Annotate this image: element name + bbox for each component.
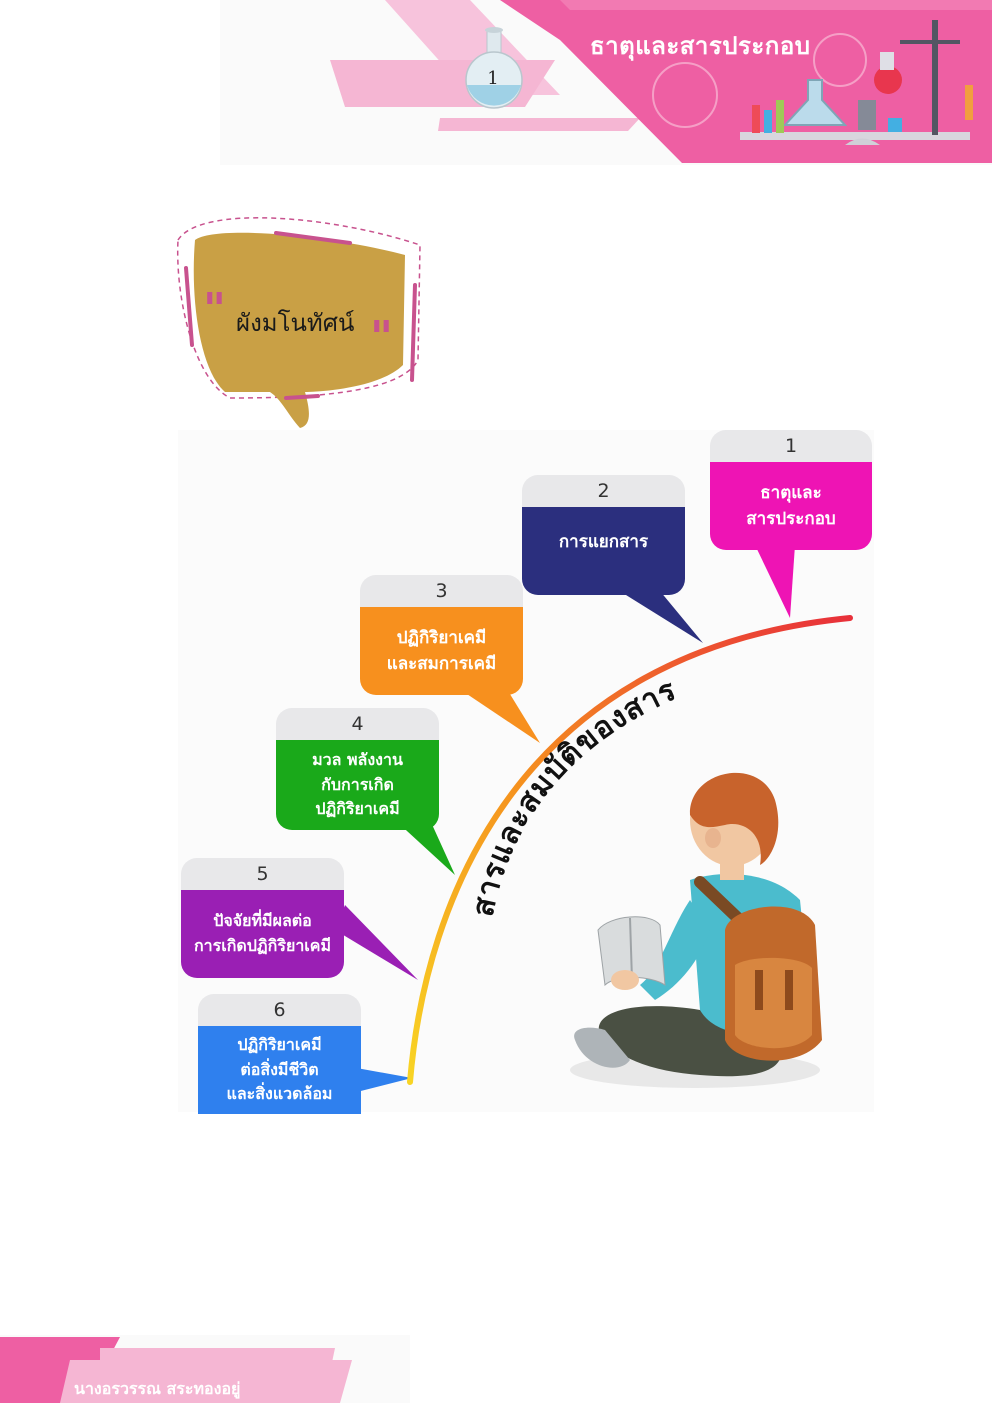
card-label: ปฏิกิริยาเคมี และสมการเคมี (360, 607, 523, 695)
card-label: การแยกสาร (522, 507, 685, 595)
lab-equipment-icon (652, 20, 973, 145)
card-number: 2 (522, 475, 685, 507)
card-line: การแยกสาร (558, 532, 649, 552)
card-line: ปฏิกิริยาเคมี (396, 627, 487, 648)
header-title: ธาตุและสารประกอบ (590, 32, 811, 60)
card-number: 4 (276, 708, 439, 740)
card-label: มวล พลังงาน กับการเกิด ปฏิกิริยาเคมี (276, 740, 439, 830)
concept-card-2: 2 การแยกสาร (522, 475, 685, 595)
closing-quote-icon: " (370, 312, 393, 363)
flask-icon (465, 27, 523, 109)
card-line: กับการเกิด (321, 774, 394, 794)
page-number: 1 (487, 68, 499, 89)
concept-card-3: 3 ปฏิกิริยาเคมี และสมการเคมี (360, 575, 523, 695)
card-number: 6 (198, 994, 361, 1026)
card-line: สารประกอบ (746, 509, 836, 529)
author-name: นางอรวรรณ สระทองอยู่ (74, 1379, 241, 1398)
card-line: ปัจจัยที่มีผลต่อ (213, 911, 312, 931)
card-label: ธาตุและ สารประกอบ (710, 462, 872, 550)
card-number: 3 (360, 575, 523, 607)
concept-card-1: 1 ธาตุและ สารประกอบ (710, 430, 872, 550)
card-line: และสิ่งแวดล้อม (226, 1084, 333, 1104)
card-line: ต่อสิ่งมีชีวิต (240, 1059, 319, 1079)
header-banner (220, 0, 992, 165)
card-number: 1 (710, 430, 872, 462)
card-line: และสมการเคมี (386, 654, 497, 674)
concept-card-6: 6 ปฏิกิริยาเคมี ต่อสิ่งมีชีวิต และสิ่งแว… (198, 994, 361, 1114)
concept-card-4: 4 มวล พลังงาน กับการเกิด ปฏิกิริยาเคมี (276, 708, 439, 830)
title-speech-bubble (176, 217, 421, 428)
concept-map-title: ผังมโนทัศน์ (236, 309, 355, 337)
card-label: ปัจจัยที่มีผลต่อ การเกิดปฏิกิริยาเคมี (181, 890, 344, 978)
opening-quote-icon: " (203, 284, 226, 335)
card-line: การเกิดปฏิกิริยาเคมี (193, 936, 332, 955)
card-line: มวล พลังงาน (312, 749, 403, 769)
card-number: 5 (181, 858, 344, 890)
concept-card-5: 5 ปัจจัยที่มีผลต่อ การเกิดปฏิกิริยาเคมี (181, 858, 344, 978)
card-label: ปฏิกิริยาเคมี ต่อสิ่งมีชีวิต และสิ่งแวดล… (198, 1026, 361, 1114)
card-line: ธาตุและ (760, 482, 822, 503)
card-line: ปฏิกิริยาเคมี (315, 799, 400, 819)
student-reading-illustration (570, 772, 822, 1088)
card-line: ปฏิกิริยาเคมี (237, 1034, 322, 1054)
